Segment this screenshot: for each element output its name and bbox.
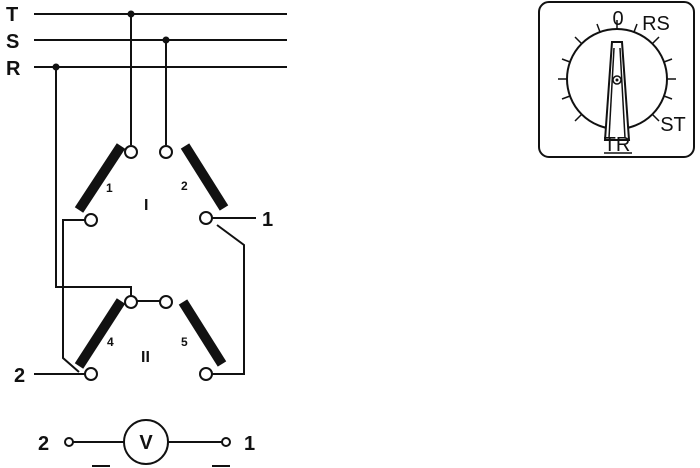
output-label-right: 1 — [262, 209, 273, 231]
knob-position-0: 0 — [612, 8, 623, 30]
voltmeter-terminal-left — [64, 437, 74, 447]
contact-blade-2 — [180, 143, 229, 211]
phase-label-r: R — [6, 58, 21, 80]
interconnect-wiring — [34, 14, 256, 375]
voltmeter-symbol-letter: V — [139, 432, 153, 454]
terminal-2-top — [159, 145, 173, 159]
terminal-5-bottom — [199, 367, 213, 381]
wire-r-drop — [55, 67, 132, 296]
contact-number-4: 4 — [107, 335, 114, 349]
knob-position-rs: RS — [642, 13, 670, 35]
knob-position-st: ST — [660, 114, 686, 136]
terminal-1-bottom — [84, 213, 98, 227]
knob-pointer-inner-right — [619, 47, 626, 139]
group-label-i: I — [144, 197, 148, 214]
wire-right-rail — [211, 224, 245, 375]
contact-number-5: 5 — [181, 335, 188, 349]
contact-labels: 1 2 4 5 I II 1 2 — [14, 179, 273, 387]
phase-bus: T S R — [6, 4, 287, 80]
terminal-2-bottom — [199, 211, 213, 225]
phase-label-t: T — [6, 4, 18, 26]
knob-center-dot — [615, 78, 619, 82]
voltmeter: 2 V 1 — [38, 419, 255, 467]
contact-number-2: 2 — [181, 179, 188, 193]
voltmeter-terminal-right — [221, 437, 231, 447]
voltmeter-terminal-label-left: 2 — [38, 433, 49, 455]
contact-blade-4 — [74, 298, 126, 369]
voltmeter-terminal-label-right: 1 — [244, 433, 255, 455]
contact-number-1: 1 — [106, 181, 113, 195]
wire-contact1-to-out2 — [62, 219, 85, 373]
terminal-5-top — [159, 295, 173, 309]
terminal-4-top — [124, 295, 138, 309]
contact-blade-1 — [74, 143, 126, 213]
knob-position-tr: TR — [604, 134, 631, 156]
terminal-1-top — [124, 145, 138, 159]
contact-blades — [74, 143, 229, 369]
selector-knob-panel: 0 RS ST TR — [538, 1, 695, 158]
knob-pointer-inner-left — [608, 47, 615, 139]
terminals — [84, 145, 213, 381]
group-label-ii: II — [141, 349, 150, 366]
output-label-left: 2 — [14, 365, 25, 387]
terminal-4-bottom — [84, 367, 98, 381]
contact-blade-5 — [178, 299, 227, 367]
phase-label-s: S — [6, 31, 19, 53]
